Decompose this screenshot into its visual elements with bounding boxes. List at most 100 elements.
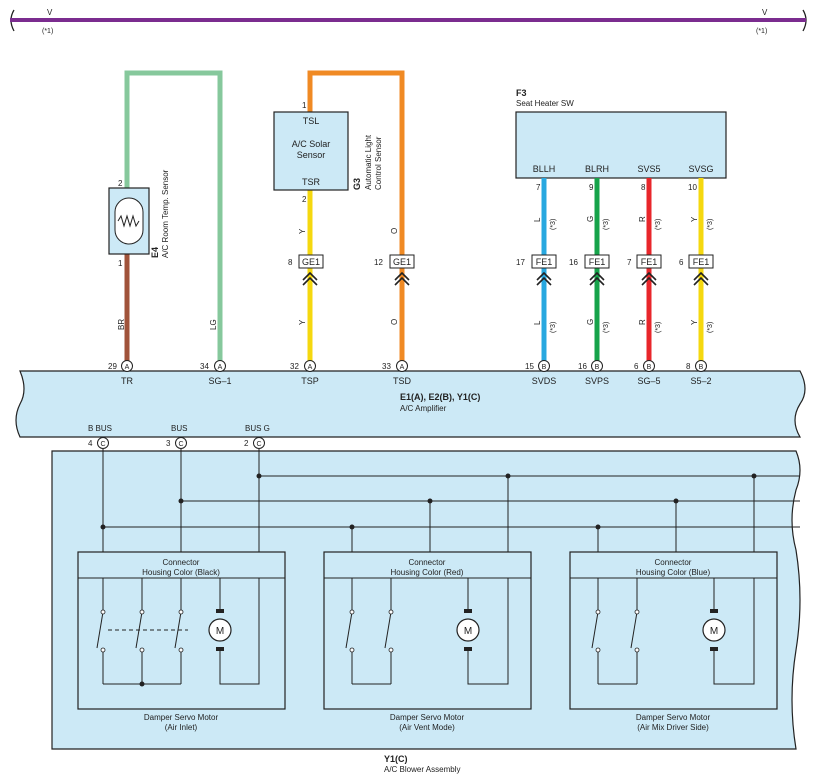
seat-wire-g-lower-note: (*3) [603,322,610,333]
amp-pin-tsp-label: TSP [301,376,319,386]
amp-pin-svps-label: SVPS [585,376,609,386]
bus-pin-bus-conn: C [178,441,183,448]
amp-pin-s52-label: S5–2 [690,376,711,386]
seat-heater-box [515,111,727,179]
servo-motor-air-mix-driver: Connector Housing Color (Blue) M [569,551,778,732]
junction-fe1-6-label: FE1 [693,257,710,267]
motor2-symbol: M [464,626,472,637]
seat-wire-g-upper: G [586,216,595,222]
junction-ge1-a-pin: 8 [288,258,293,267]
amp-pin-svds-num: 15 [525,362,534,371]
solar-sensor-code: G3 [352,178,362,190]
motor3-name-line2: (Air Mix Driver Side) [637,723,709,732]
motor-icon: M [702,609,726,651]
wire-o-lower-label: O [390,319,399,325]
seat-wire-y-lower: Y [690,319,699,325]
junction-fe1-7-pin: 7 [627,258,632,267]
blower-code: Y1(C) [384,754,408,764]
solar-sensor-name-line1: Automatic Light [364,134,373,190]
amp-pin-sg5-num: 6 [634,362,639,371]
seat-wire-l-lower: L [533,320,542,325]
amp-pin-tr-num: 29 [108,362,117,371]
seat-heater-circuit: F3 Seat Heater SW BLLH BLRH SVS5 SVSG 7 … [515,88,727,362]
amp-pin-sg5-label: SG–5 [637,376,660,386]
wire-y-upper-label: Y [298,228,307,234]
junction-fe1-16: FE1 16 [569,254,610,286]
amp-pin-tsp-num: 32 [290,362,299,371]
solar-pin-bottom: 2 [302,195,307,204]
seat-wire-g-lower: G [586,319,595,325]
solar-sensor-circuit: TSL A/C Solar Sensor TSR 1 2 G3 Automati… [273,70,415,362]
amp-pin-sg5: B 6 SG–5 [634,360,661,386]
bus-pin-bus-label: BUS [171,424,187,433]
junction-fe1-16-pin: 16 [569,258,578,267]
bus-pin-bbus-conn: C [100,441,105,448]
power-line-right-label: V [762,8,768,17]
seat-heater-pin-7: 7 [536,183,541,192]
amp-pin-sg1-conn: A [218,364,223,371]
amp-pin-tr-conn: A [125,364,130,371]
junction-fe1-7: FE1 7 [627,254,662,286]
seat-wire-r-lower: R [638,319,647,325]
motor-icon: M [208,609,232,651]
wire-o-upper-label: O [390,228,399,234]
solar-box-line2: Sensor [297,150,326,160]
junction-fe1-16-label: FE1 [589,257,606,267]
motor2-conn-line2: Housing Color (Red) [391,568,464,577]
seat-wire-r-upper-note: (*3) [655,219,662,230]
seat-heater-pin-10: 10 [688,183,697,192]
junction-fe1-17: FE1 17 [516,254,557,286]
motor1-symbol: M [216,626,224,637]
servo-motor-air-vent-mode: Connector Housing Color (Red) M [323,551,532,732]
servo-motor-air-inlet: Connector Housing Color (Black) [77,551,286,732]
seat-heater-pin-8: 8 [641,183,646,192]
seat-heater-terminal-svs5: SVS5 [637,164,660,174]
seat-wire-l-lower-note: (*3) [550,322,557,333]
junction-fe1-7-label: FE1 [641,257,658,267]
amp-pin-svds-conn: B [542,364,547,371]
bus-pin-bbus: B BUS C 4 [88,424,112,449]
motor1-name-line1: Damper Servo Motor [144,713,219,722]
seat-wire-g-upper-note: (*3) [603,219,610,230]
seat-heater-name: Seat Heater SW [516,99,574,108]
amp-pin-tsd: A 33 TSD [382,360,412,386]
bus-pin-bbus-label: B BUS [88,424,112,433]
amplifier-title: E1(A), E2(B), Y1(C) [400,392,480,402]
seat-wire-l-upper-note: (*3) [550,219,557,230]
room-temp-sensor-code: E4 [150,247,160,258]
blower-name: A/C Blower Assembly [384,765,460,774]
motor3-symbol: M [710,626,718,637]
wire-br-label: BR [117,319,126,330]
bus-pin-bus-num: 3 [166,439,171,448]
seat-heater-terminal-blrh: BLRH [585,164,609,174]
power-line: V (*1) V (*1) [10,8,807,35]
motor-icon: M [456,609,480,651]
bus-pin-busg-label: BUS G [245,424,270,433]
motor2-name-line1: Damper Servo Motor [390,713,465,722]
amp-pin-svps-num: 16 [578,362,587,371]
amp-pin-svds: B 15 SVDS [525,360,556,386]
junction-fe1-17-pin: 17 [516,258,525,267]
amp-pin-sg1: A 34 SG–1 [200,360,232,386]
seat-heater-terminal-svsg: SVSG [688,164,713,174]
amp-pin-tsp: A 32 TSP [290,360,319,386]
amp-pin-sg1-label: SG–1 [208,376,231,386]
seat-wire-l-upper: L [533,217,542,222]
bus-pin-bus: BUS C 3 [166,424,187,449]
bus-pin-busg-num: 2 [244,439,249,448]
seat-heater-code: F3 [516,88,527,98]
amp-pin-s52-num: 8 [686,362,691,371]
junction-ge1-b: GE1 12 [374,254,415,286]
solar-sensor-box [273,111,349,191]
amp-pin-sg5-conn: B [647,364,652,371]
amp-pin-tsd-conn: A [400,364,405,371]
solar-pin-top: 1 [302,101,307,110]
amp-pin-svps: B 16 SVPS [578,360,609,386]
amp-pin-tsp-conn: A [308,364,313,371]
seat-wire-y-upper-note: (*3) [707,219,714,230]
bus-pin-busg-conn: C [256,441,261,448]
amp-pin-tr-label: TR [121,376,133,386]
seat-wire-y-lower-note: (*3) [707,322,714,333]
power-line-left-note: (*1) [42,28,53,35]
